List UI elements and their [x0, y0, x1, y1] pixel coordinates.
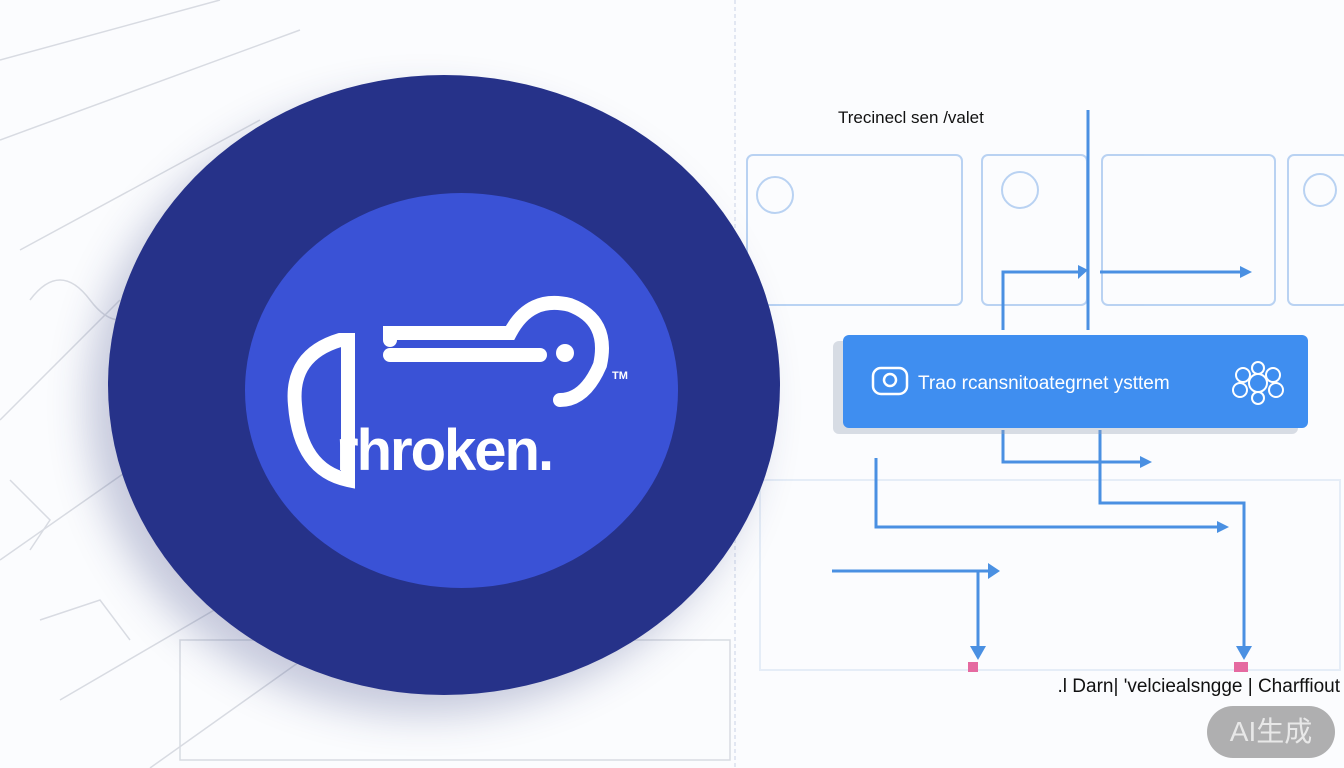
- logo-inner-circle: [245, 193, 678, 588]
- system-banner[interactable]: [843, 335, 1308, 428]
- camera-icon: [871, 366, 909, 396]
- banner-label: Trao rcansnitoategrnet ysttem: [918, 373, 1170, 394]
- logo-wordmark: rhroken.: [336, 418, 554, 483]
- diagram-title: Trecinecl sen /valet: [838, 108, 984, 127]
- network-cluster-icon: [1232, 361, 1284, 405]
- diagram-footer: .l Darn| 'velciealsngge | Charffiout: [1057, 676, 1340, 697]
- key-logo-icon: [287, 295, 609, 489]
- trademark-mark: TM: [612, 370, 628, 382]
- ai-generated-watermark: AI生成: [1207, 706, 1335, 758]
- flow-arrows: [832, 110, 1246, 650]
